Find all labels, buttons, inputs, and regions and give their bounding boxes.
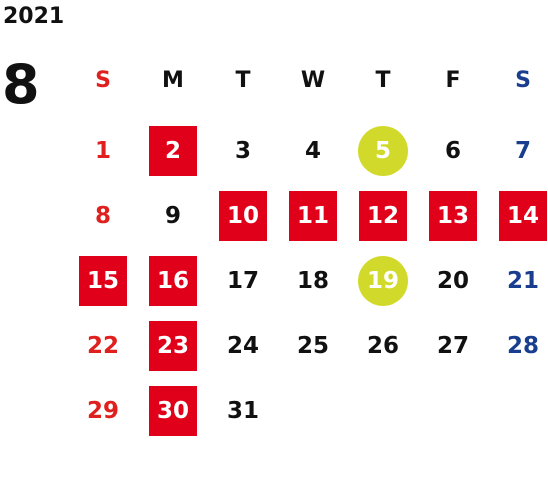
weekday-header: F (445, 68, 461, 93)
weekday-header: T (235, 68, 251, 93)
day-number: 7 (514, 138, 531, 164)
weekday-header: T (375, 68, 391, 93)
day-cell[interactable]: 19 (348, 256, 418, 306)
day-cell[interactable]: 16 (138, 256, 208, 306)
day-number: 17 (226, 268, 259, 294)
day-number: 24 (226, 333, 259, 359)
day-cell[interactable]: 30 (138, 386, 208, 436)
day-cell[interactable]: 17 (208, 256, 278, 306)
day-cell[interactable]: 8 (68, 191, 138, 241)
year-label: 2021 (3, 4, 65, 29)
day-cell[interactable]: 2 (138, 126, 208, 176)
day-cell[interactable]: 29 (68, 386, 138, 436)
weekday-header: S (515, 68, 531, 93)
day-number: 27 (436, 333, 469, 359)
day-number: 3 (234, 138, 251, 164)
day-cell[interactable]: 11 (278, 191, 348, 241)
day-number: 20 (436, 268, 469, 294)
day-number: 8 (94, 203, 111, 229)
day-number: 29 (86, 398, 119, 424)
day-cell[interactable]: 20 (418, 256, 488, 306)
day-number: 15 (86, 268, 119, 294)
day-cell[interactable]: 25 (278, 321, 348, 371)
day-number: 31 (226, 398, 259, 424)
day-number: 22 (86, 333, 119, 359)
day-cell[interactable]: 28 (488, 321, 548, 371)
day-number: 2 (164, 138, 181, 164)
weekday-header: M (162, 68, 184, 93)
month-number: 8 (2, 53, 40, 116)
day-cell[interactable]: 22 (68, 321, 138, 371)
day-number: 6 (444, 138, 461, 164)
day-number: 18 (296, 268, 329, 294)
day-cell[interactable]: 13 (418, 191, 488, 241)
day-cell[interactable]: 21 (488, 256, 548, 306)
day-number: 19 (366, 268, 399, 294)
day-cell[interactable]: 18 (278, 256, 348, 306)
day-cell[interactable]: 24 (208, 321, 278, 371)
day-number: 4 (304, 138, 321, 164)
day-cell[interactable]: 26 (348, 321, 418, 371)
day-cell[interactable]: 14 (488, 191, 548, 241)
day-number: 13 (436, 203, 469, 229)
day-number: 26 (366, 333, 399, 359)
day-cell[interactable]: 23 (138, 321, 208, 371)
weekday-header: W (300, 68, 326, 93)
day-number: 28 (506, 333, 539, 359)
day-cell[interactable]: 31 (208, 386, 278, 436)
day-number: 11 (296, 203, 329, 229)
day-number: 9 (164, 203, 181, 229)
day-cell[interactable]: 5 (348, 126, 418, 176)
day-cell[interactable]: 3 (208, 126, 278, 176)
day-number: 30 (156, 398, 189, 424)
day-number: 23 (156, 333, 189, 359)
day-cell[interactable]: 10 (208, 191, 278, 241)
day-cell[interactable]: 1 (68, 126, 138, 176)
day-cell[interactable]: 6 (418, 126, 488, 176)
weekday-header: S (95, 68, 111, 93)
day-number: 5 (374, 138, 391, 164)
day-cell[interactable]: 15 (68, 256, 138, 306)
day-cell[interactable]: 12 (348, 191, 418, 241)
day-number: 21 (506, 268, 539, 294)
day-number: 12 (366, 203, 399, 229)
day-cell[interactable]: 7 (488, 126, 548, 176)
day-cell[interactable]: 4 (278, 126, 348, 176)
day-number: 1 (94, 138, 111, 164)
day-number: 10 (226, 203, 259, 229)
day-cell[interactable]: 9 (138, 191, 208, 241)
day-cell[interactable]: 27 (418, 321, 488, 371)
day-number: 16 (156, 268, 189, 294)
day-number: 25 (296, 333, 329, 359)
day-number: 14 (506, 203, 539, 229)
